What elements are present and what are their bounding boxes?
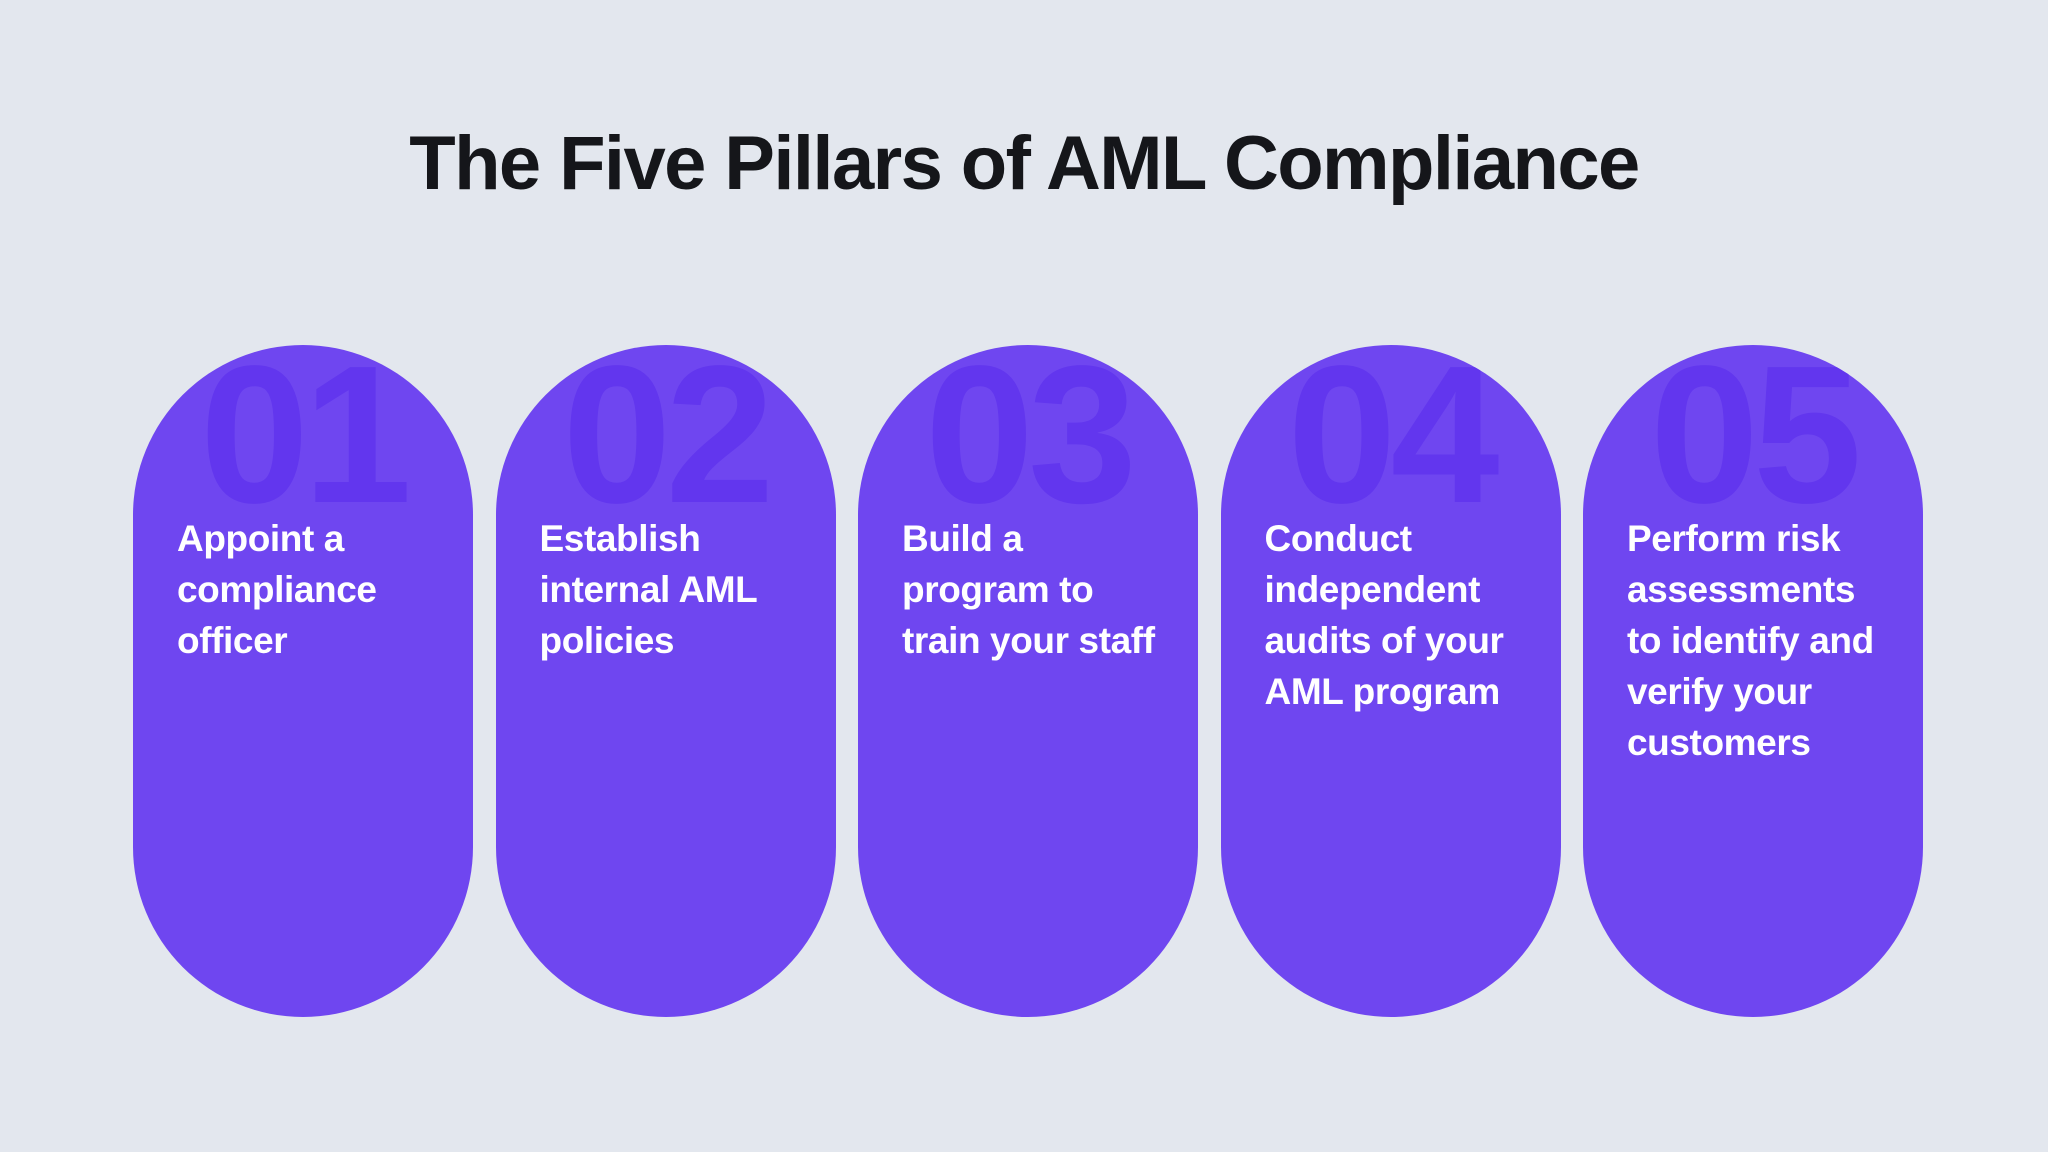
pillar-card-4: 04 Conduct independent audits of your AM… [1220, 345, 1561, 1017]
page-title: The Five Pillars of AML Compliance [409, 121, 1640, 206]
pillar-number-4: 04 [1287, 345, 1499, 544]
pillar-number-1: 01 [199, 345, 412, 544]
pillar-text-5: Perform risk assessments to identify and… [1627, 518, 1874, 763]
pillar-number-3: 03 [924, 345, 1137, 544]
pillar-card-1: 01 Appoint a compliance officer [133, 345, 473, 1017]
pillar-card-5: 05 Perform risk assessments to identify … [1583, 345, 1923, 1017]
pillars-list: 01 Appoint a compliance officer 02 Estab… [133, 345, 1923, 1017]
pillar-card-3: 03 Build a program to train your staff [858, 345, 1198, 1017]
pillar-number-2: 02 [562, 345, 774, 544]
pillar-text-4: Conduct independent audits of your AML p… [1264, 518, 1504, 712]
pillar-card-2: 02 Establish internal AML policies [495, 345, 836, 1017]
pillar-number-5: 05 [1649, 345, 1862, 544]
pillar-text-2: Establish internal AML policies [539, 518, 758, 661]
pillar-text-1: Appoint a compliance officer [177, 518, 377, 661]
pillar-text-3: Build a program to train your staff [902, 518, 1155, 661]
